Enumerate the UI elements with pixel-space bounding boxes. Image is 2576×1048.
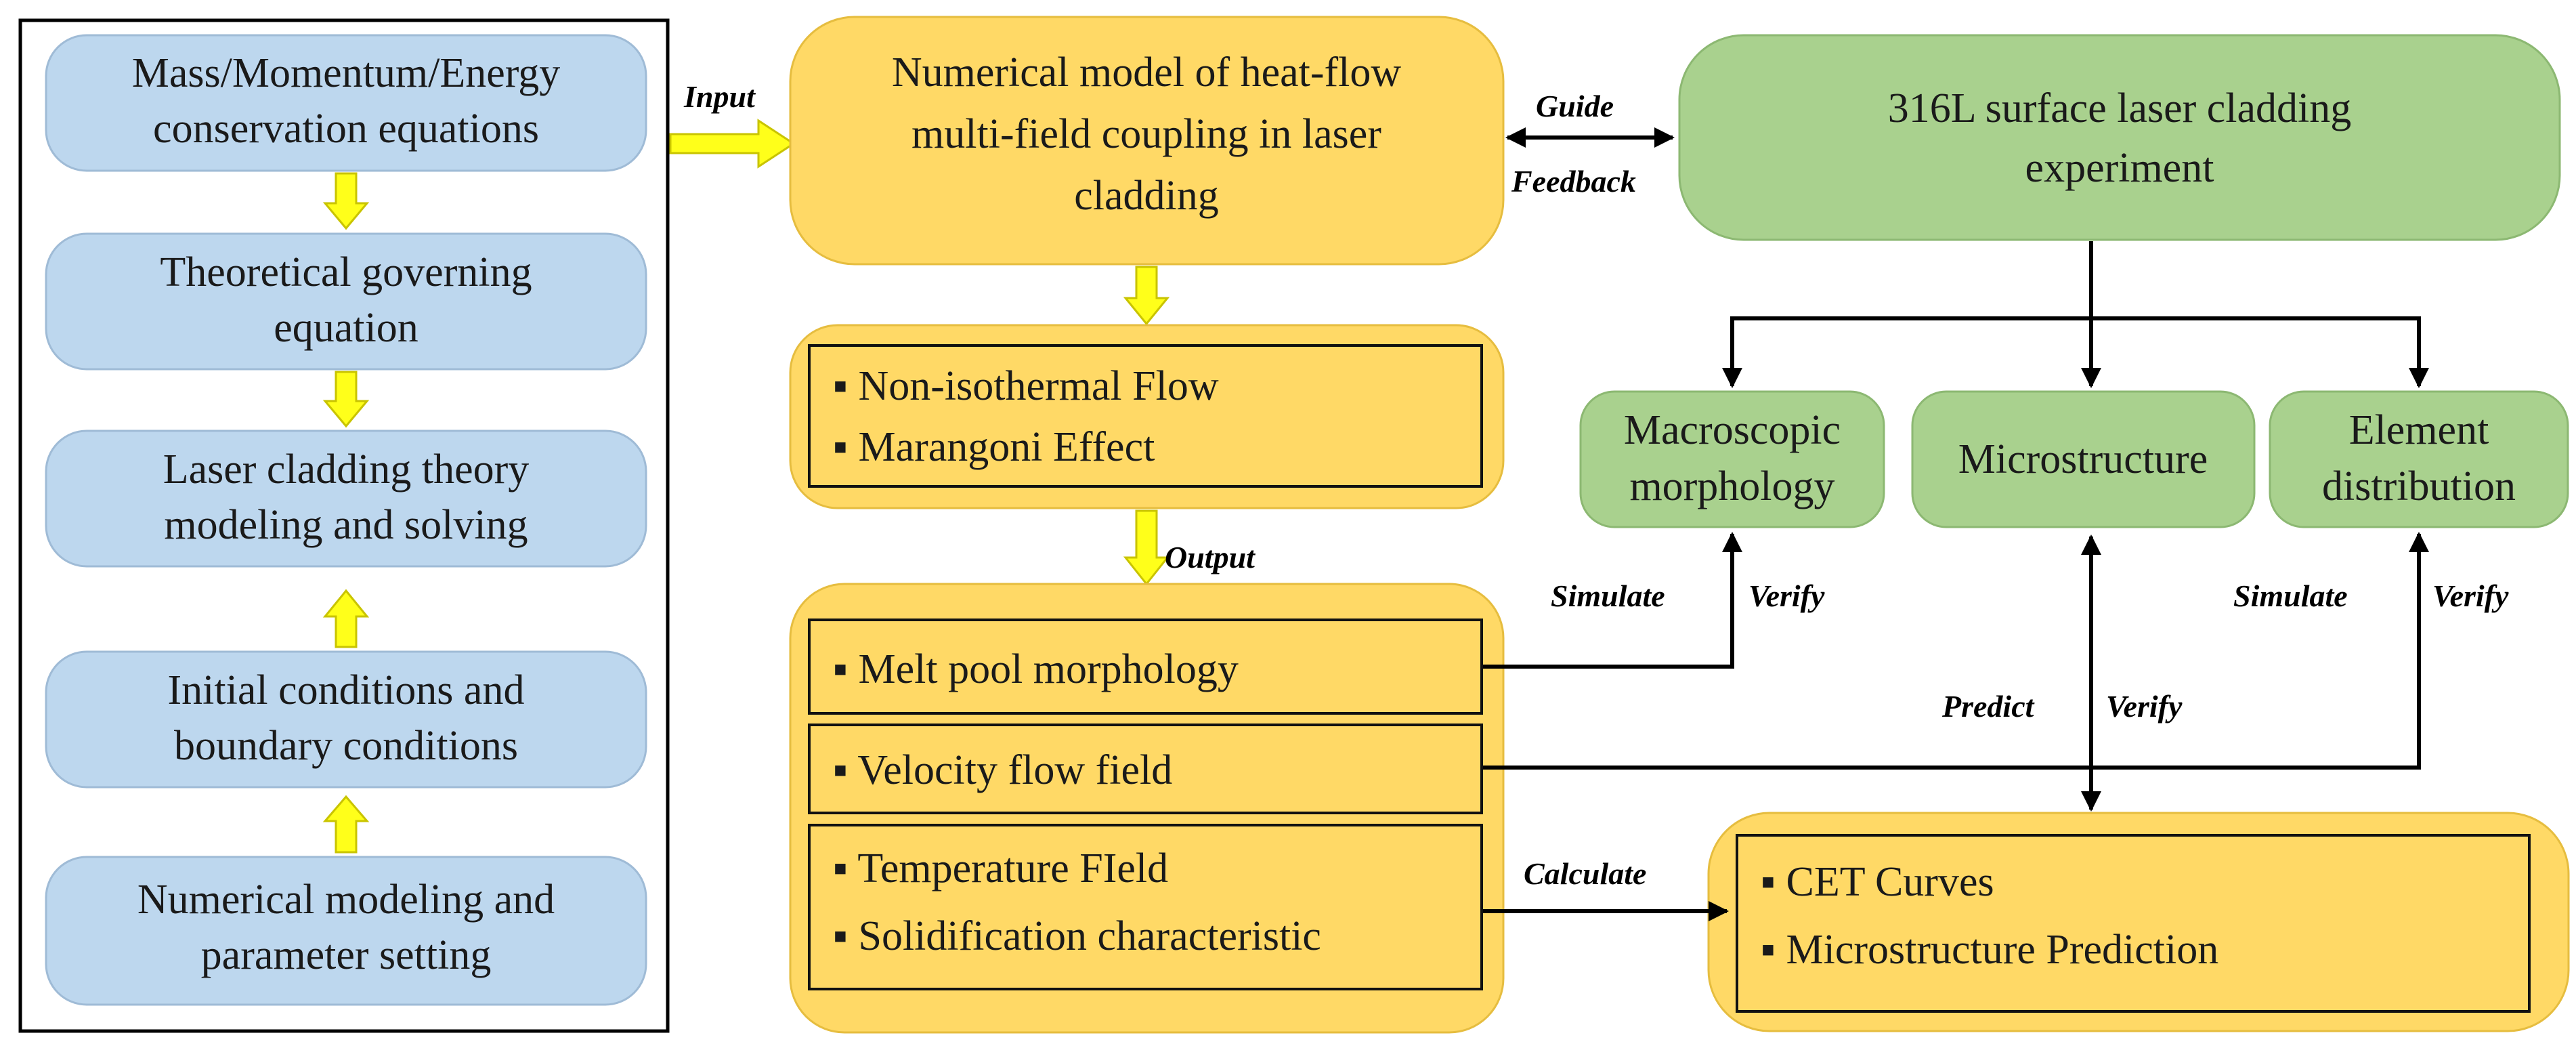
- label-simulate-element: Simulate: [2233, 579, 2348, 613]
- node-initial-conditions-line-1: Initial conditions and: [168, 667, 525, 713]
- node-laser-theory-modeling-line-2: modeling and solving: [164, 502, 528, 548]
- node-mass-equations-line-1: Mass/Momentum/Energy: [132, 50, 561, 96]
- node-experiment-line-1: 316L surface laser cladding: [1888, 85, 2352, 131]
- node-numerical-model-line-3: cladding: [1074, 173, 1219, 219]
- node-flow-effects: ▪ Non-isothermal Flow ▪ Marangoni Effect: [789, 324, 1505, 509]
- node-mass-equations-line-2: conservation equations: [153, 106, 539, 152]
- node-numerical-model: Numerical model of heat-flow multi-field…: [789, 16, 1505, 266]
- arrow-up-initial-to-laser: [322, 589, 370, 648]
- label-input: Input: [683, 79, 756, 114]
- node-numerical-modeling-line-1: Numerical modeling and: [137, 877, 555, 923]
- arrow-down-model-to-flow: [1123, 266, 1170, 326]
- node-theoretical-equation-line-2: equation: [274, 305, 418, 351]
- node-cet-line-1: ▪ CET Curves: [1761, 859, 1994, 905]
- label-calculate: Calculate: [1524, 856, 1646, 891]
- node-macro-line-2: morphology: [1629, 463, 1834, 509]
- node-micro-text: Microstructure: [1958, 436, 2208, 482]
- node-simulation-results: ▪ Melt pool morphology ▪ Velocity flow f…: [789, 583, 1505, 1034]
- node-element-line-1: Element: [2349, 407, 2489, 453]
- node-experiment: 316L surface laser cladding experiment: [1678, 34, 2561, 241]
- theory-frame: [18, 18, 670, 1033]
- node-element-line-2: distribution: [2322, 463, 2516, 509]
- node-mass-equations: Mass/Momentum/Energy conservation equati…: [45, 34, 647, 172]
- flow-effects-inner-box: [808, 344, 1483, 488]
- node-initial-conditions-line-2: boundary conditions: [174, 723, 518, 769]
- arrow-input: [669, 119, 796, 169]
- node-melt-pool-text: ▪ Melt pool morphology: [833, 646, 1239, 692]
- node-numerical-modeling-line-2: parameter setting: [201, 932, 492, 978]
- node-temperature-line-1: ▪ Temperature FIeld: [833, 845, 1168, 892]
- node-theoretical-equation-line-1: Theoretical governing: [160, 249, 532, 295]
- label-feedback: Feedback: [1511, 164, 1636, 198]
- node-macroscopic-morphology: Macroscopic morphology: [1579, 390, 1885, 528]
- node-numerical-model-line-2: multi-field coupling in laser: [911, 111, 1381, 157]
- arrow-up-numerical-to-initial: [322, 795, 370, 854]
- node-experiment-line-2: experiment: [2025, 145, 2214, 191]
- node-flow-effects-line-1: ▪ Non-isothermal Flow: [833, 363, 1219, 409]
- label-guide: Guide: [1536, 89, 1614, 123]
- node-flow-effects-line-2: ▪ Marangoni Effect: [833, 424, 1155, 470]
- node-cet-line-2: ▪ Microstructure Prediction: [1761, 927, 2218, 973]
- arrow-melt-pool-to-macro: [1483, 532, 1742, 669]
- velocity-box: [808, 724, 1483, 814]
- arrow-output: [1123, 509, 1170, 586]
- node-laser-theory-modeling: Laser cladding theory modeling and solvi…: [45, 429, 647, 568]
- label-output: Output: [1165, 540, 1255, 574]
- node-cet-prediction: ▪ CET Curves ▪ Microstructure Prediction: [1707, 812, 2570, 1032]
- arrow-velocity-to-element: [1483, 532, 2429, 770]
- node-numerical-model-line-1: Numerical model of heat-flow: [892, 49, 1402, 96]
- label-verify-element: Verify: [2432, 579, 2509, 613]
- node-numerical-modeling: Numerical modeling and parameter setting: [45, 856, 647, 1006]
- arrow-down-theory-to-laser: [322, 371, 370, 428]
- node-velocity-text: ▪ Velocity flow field: [833, 747, 1172, 793]
- cet-inner-box: [1736, 834, 2531, 1013]
- label-simulate-macro: Simulate: [1551, 579, 1665, 613]
- node-microstructure: Microstructure: [1911, 390, 2256, 528]
- node-macro-line-1: Macroscopic: [1624, 407, 1841, 453]
- node-temperature-line-2: ▪ Solidification characteristic: [833, 913, 1321, 959]
- node-initial-conditions: Initial conditions and boundary conditio…: [45, 650, 647, 789]
- node-element-distribution: Element distribution: [2269, 390, 2569, 528]
- melt-pool-box: [808, 619, 1483, 715]
- node-laser-theory-modeling-line-1: Laser cladding theory: [163, 446, 530, 492]
- label-verify-micro: Verify: [2106, 689, 2183, 724]
- node-theoretical-equation: Theoretical governing equation: [45, 232, 647, 371]
- label-predict: Predict: [1941, 689, 2035, 724]
- temperature-box: [808, 824, 1483, 990]
- label-verify-macro: Verify: [1748, 579, 1825, 613]
- arrow-down-mass-to-theory: [322, 172, 370, 230]
